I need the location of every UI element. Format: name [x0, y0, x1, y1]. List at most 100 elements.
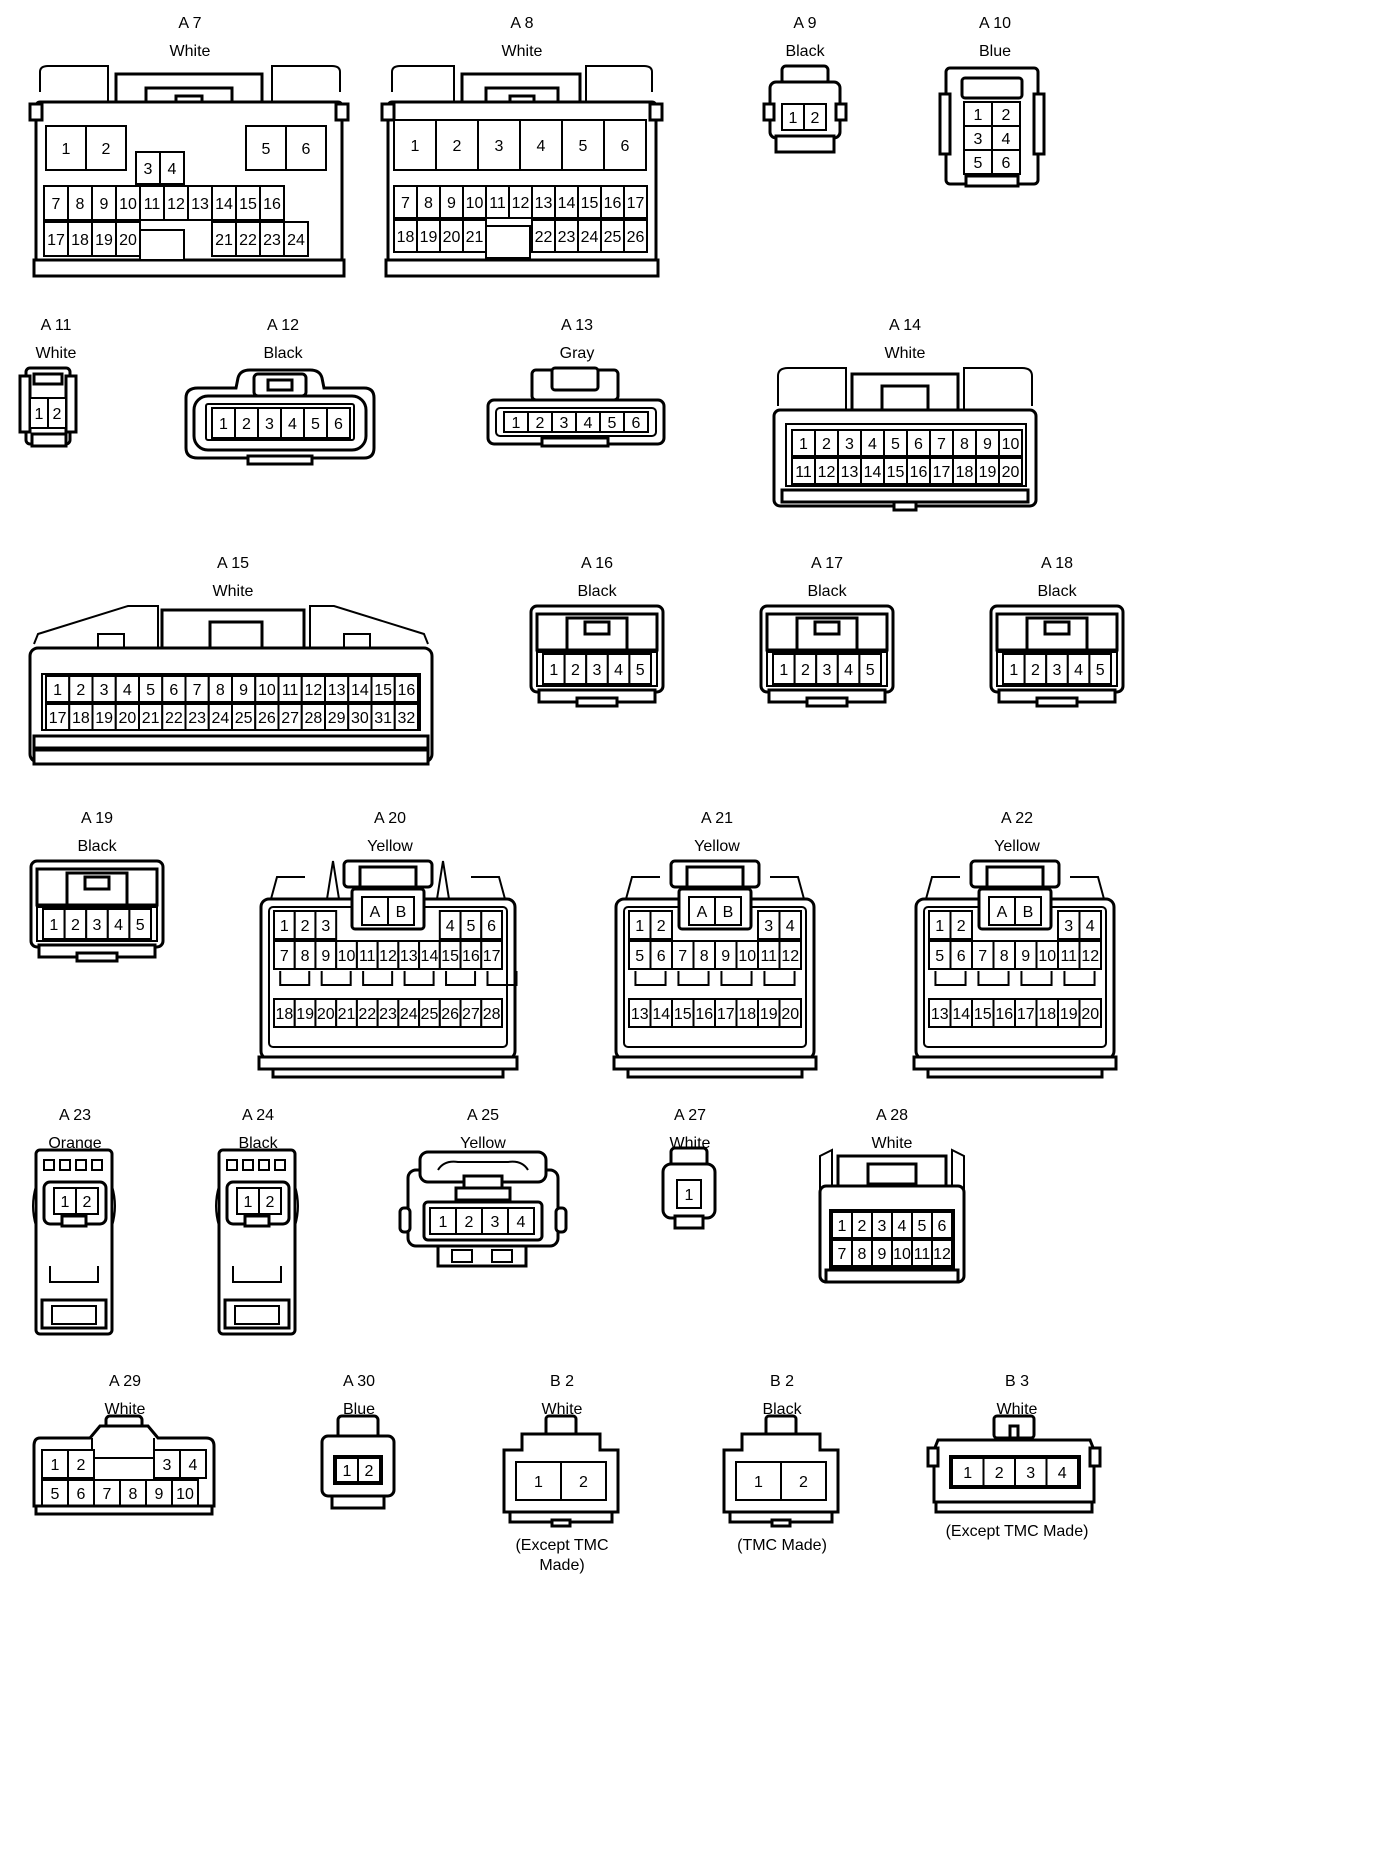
- pin-number: 1: [799, 436, 808, 453]
- terminal-cavity: [393, 675, 419, 703]
- pin-number: 8: [700, 948, 709, 965]
- connector-code: A 25: [466, 1107, 500, 1124]
- connector-color: Yellow: [994, 838, 1040, 855]
- pin-number: 4: [123, 682, 132, 699]
- housing-outline: [1043, 620, 1071, 636]
- pin-number: 2: [801, 662, 810, 679]
- terminal-cavity: [714, 896, 742, 926]
- connector-color: White: [169, 43, 211, 60]
- pin-number: 18: [72, 710, 90, 727]
- housing-detail: [49, 1266, 99, 1283]
- terminal-cavity: [135, 151, 161, 185]
- connector-code: A 9: [793, 15, 817, 32]
- terminal-cavity: [858, 653, 883, 685]
- housing-detail: [326, 860, 340, 900]
- connector-code: A 13: [560, 317, 594, 334]
- housing-outline: [1035, 696, 1079, 708]
- pin-number: 9: [321, 948, 330, 965]
- pin-number: 23: [263, 232, 281, 249]
- pin-number: 18: [738, 1006, 756, 1023]
- pin-number: 19: [95, 232, 113, 249]
- pin-number: 10: [893, 1246, 911, 1263]
- pin-number: 3: [144, 161, 153, 178]
- pin-number: 2: [77, 1457, 86, 1474]
- housing-detail: [215, 1185, 299, 1227]
- pin-number: 6: [487, 918, 496, 935]
- pin-number: 1: [935, 918, 944, 935]
- housing-outline: [246, 454, 314, 466]
- housing-outline: [648, 102, 664, 122]
- connector-code: A 14: [888, 317, 922, 334]
- housing-outline: [208, 620, 264, 650]
- pin-number: 11: [489, 195, 506, 212]
- pin-number: 19: [420, 229, 438, 246]
- pin-number: 18: [397, 229, 415, 246]
- pin-number: 11: [795, 464, 812, 481]
- pin-number: 2: [365, 1463, 374, 1480]
- housing-outline: [226, 1159, 238, 1171]
- housing-outline: [234, 1305, 280, 1325]
- pin-number: 19: [296, 1006, 314, 1023]
- pin-number: 10: [1002, 436, 1020, 453]
- terminal-cavity: [43, 221, 69, 257]
- pin-number: 2: [995, 1465, 1004, 1482]
- housing-detail: [963, 367, 1033, 410]
- connector-color: Black: [762, 1401, 802, 1418]
- housing-outline: [554, 1206, 568, 1234]
- connector-color: Yellow: [694, 838, 740, 855]
- connector-color: Black: [263, 345, 303, 362]
- terminal-cavity: [211, 185, 237, 221]
- housing-outline: [32, 372, 64, 386]
- pin-number: 20: [443, 229, 461, 246]
- connector-code: A 19: [80, 810, 114, 827]
- pin-number: 17: [627, 195, 645, 212]
- pin-number: 5: [608, 415, 617, 432]
- pin-number: 17: [49, 710, 67, 727]
- terminal-cavity: [41, 1449, 69, 1479]
- pin-number: 11: [914, 1246, 931, 1263]
- housing-detail: [343, 633, 371, 648]
- pin-number: 2: [579, 1474, 588, 1491]
- pin-number: 4: [898, 1218, 907, 1235]
- pin-number: 10: [119, 196, 137, 213]
- connector-code: A 24: [241, 1107, 275, 1124]
- pin-number: 19: [95, 710, 113, 727]
- pin-number: 7: [193, 682, 202, 699]
- pin-number: 26: [258, 710, 276, 727]
- pin-number: 12: [1081, 948, 1099, 965]
- pin-number: 7: [280, 948, 289, 965]
- pin-number: 18: [275, 1006, 293, 1023]
- pin-number: 13: [400, 948, 418, 965]
- connector-color: Black: [807, 583, 847, 600]
- terminal-cavity: [480, 910, 503, 940]
- pin-number: 11: [760, 948, 777, 965]
- latch-detail: [486, 971, 518, 986]
- pin-number: 8: [960, 436, 969, 453]
- pin-number: B: [723, 904, 734, 921]
- housing-outline: [926, 1446, 940, 1468]
- pin-number: 25: [421, 1006, 439, 1023]
- pin-number: 8: [1000, 948, 1009, 965]
- pin-number: 2: [536, 415, 545, 432]
- housing-outline: [912, 1055, 1118, 1071]
- housing-outline: [583, 620, 611, 636]
- pin-number: 20: [1081, 1006, 1099, 1023]
- latch-detail: [320, 971, 352, 986]
- pin-number: 25: [604, 229, 622, 246]
- housing-outline: [28, 102, 44, 122]
- terminal-cavity: [623, 411, 649, 433]
- pin-number: 5: [935, 948, 944, 965]
- pin-number: 11: [282, 682, 299, 699]
- pin-number: 1: [280, 918, 289, 935]
- pin-number: 1: [1009, 662, 1018, 679]
- pin-number: 10: [338, 948, 356, 965]
